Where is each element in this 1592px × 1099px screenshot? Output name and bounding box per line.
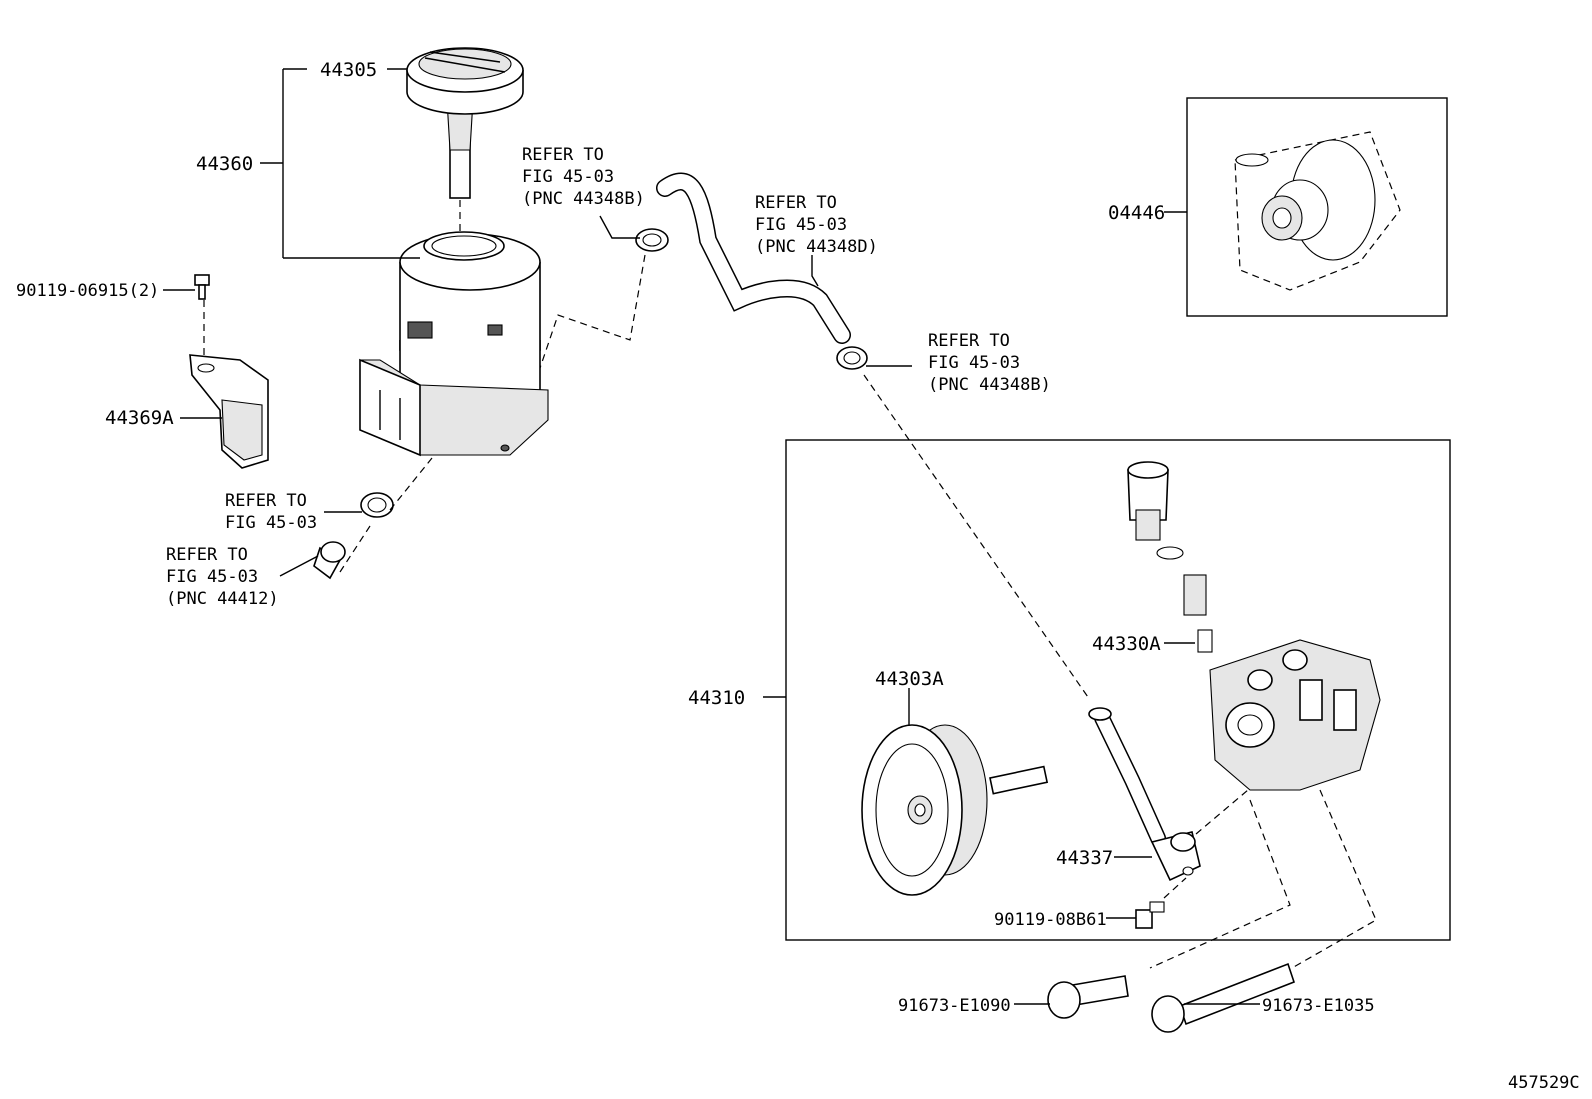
bolt-91673-E1035: [1151, 962, 1295, 1033]
kit-frame: [1186, 97, 1448, 317]
label-90119-08B61: 90119-08B61: [994, 910, 1107, 930]
refer-text: FIG 45-03: [166, 567, 258, 587]
refer-hose-right: REFER TO FIG 45-03 (PNC 44348B): [928, 331, 1051, 395]
refer-text: (PNC 44412): [166, 589, 279, 609]
refer-text: REFER TO: [225, 491, 307, 511]
seal-kit-04446: [1234, 131, 1401, 291]
reservoir-cap: [406, 47, 524, 199]
label-91673-E1090: 91673-E1090: [898, 996, 1011, 1016]
label-44303A: 44303A: [875, 668, 944, 690]
hose-bottom: [313, 541, 346, 580]
diagram-id: 457529C: [1508, 1073, 1580, 1093]
pump-frame: [785, 439, 1451, 941]
refer-text: (PNC 44348D): [755, 237, 878, 257]
label-90119-06915: 90119-06915(2): [16, 281, 159, 301]
reservoir-tank: [359, 231, 549, 457]
refer-text: (PNC 44348B): [928, 375, 1051, 395]
refer-text: FIG 45-03: [225, 513, 317, 533]
label-44360: 44360: [196, 153, 253, 175]
label-04446: 04446: [1108, 202, 1165, 224]
clamp-bottom: [360, 492, 394, 518]
refer-hose-mid: REFER TO FIG 45-03 (PNC 44348D): [755, 193, 878, 257]
label-91673-E1035: 91673-E1035: [1262, 996, 1375, 1016]
label-44330A: 44330A: [1092, 633, 1161, 655]
refer-clamp-bottom: REFER TO FIG 45-03: [225, 491, 317, 533]
bolt-90119-06915: [194, 274, 210, 300]
refer-text: REFER TO: [928, 331, 1010, 351]
refer-text: FIG 45-03: [928, 353, 1020, 373]
refer-text: REFER TO: [522, 145, 604, 165]
valve-44330A: [1127, 461, 1213, 653]
refer-hose-top: REFER TO FIG 45-03 (PNC 44348B): [522, 145, 645, 209]
label-44337: 44337: [1056, 847, 1113, 869]
hose-44348D: [635, 172, 868, 370]
bolt-90119-08B61: [1135, 901, 1165, 929]
bracket-44369A: [189, 354, 269, 469]
refer-text: REFER TO: [166, 545, 248, 565]
label-44305: 44305: [320, 59, 377, 81]
leader-lines: [163, 68, 1260, 1005]
assembly-lines: [203, 200, 1377, 969]
pump-body: [1209, 639, 1381, 791]
refer-hose-bottom: REFER TO FIG 45-03 (PNC 44412): [166, 545, 279, 609]
refer-text: (PNC 44348B): [522, 189, 645, 209]
refer-text: FIG 45-03: [755, 215, 847, 235]
refer-text: FIG 45-03: [522, 167, 614, 187]
refer-text: REFER TO: [755, 193, 837, 213]
callout-labels: 44305 44360 90119-06915(2) 44369A 04446 …: [16, 59, 1375, 1016]
union-44337: [1088, 707, 1201, 882]
label-44369A: 44369A: [105, 407, 174, 429]
bolt-91673-E1090: [1047, 975, 1129, 1019]
pulley-44303A: [861, 724, 1049, 896]
label-44310: 44310: [688, 687, 745, 709]
